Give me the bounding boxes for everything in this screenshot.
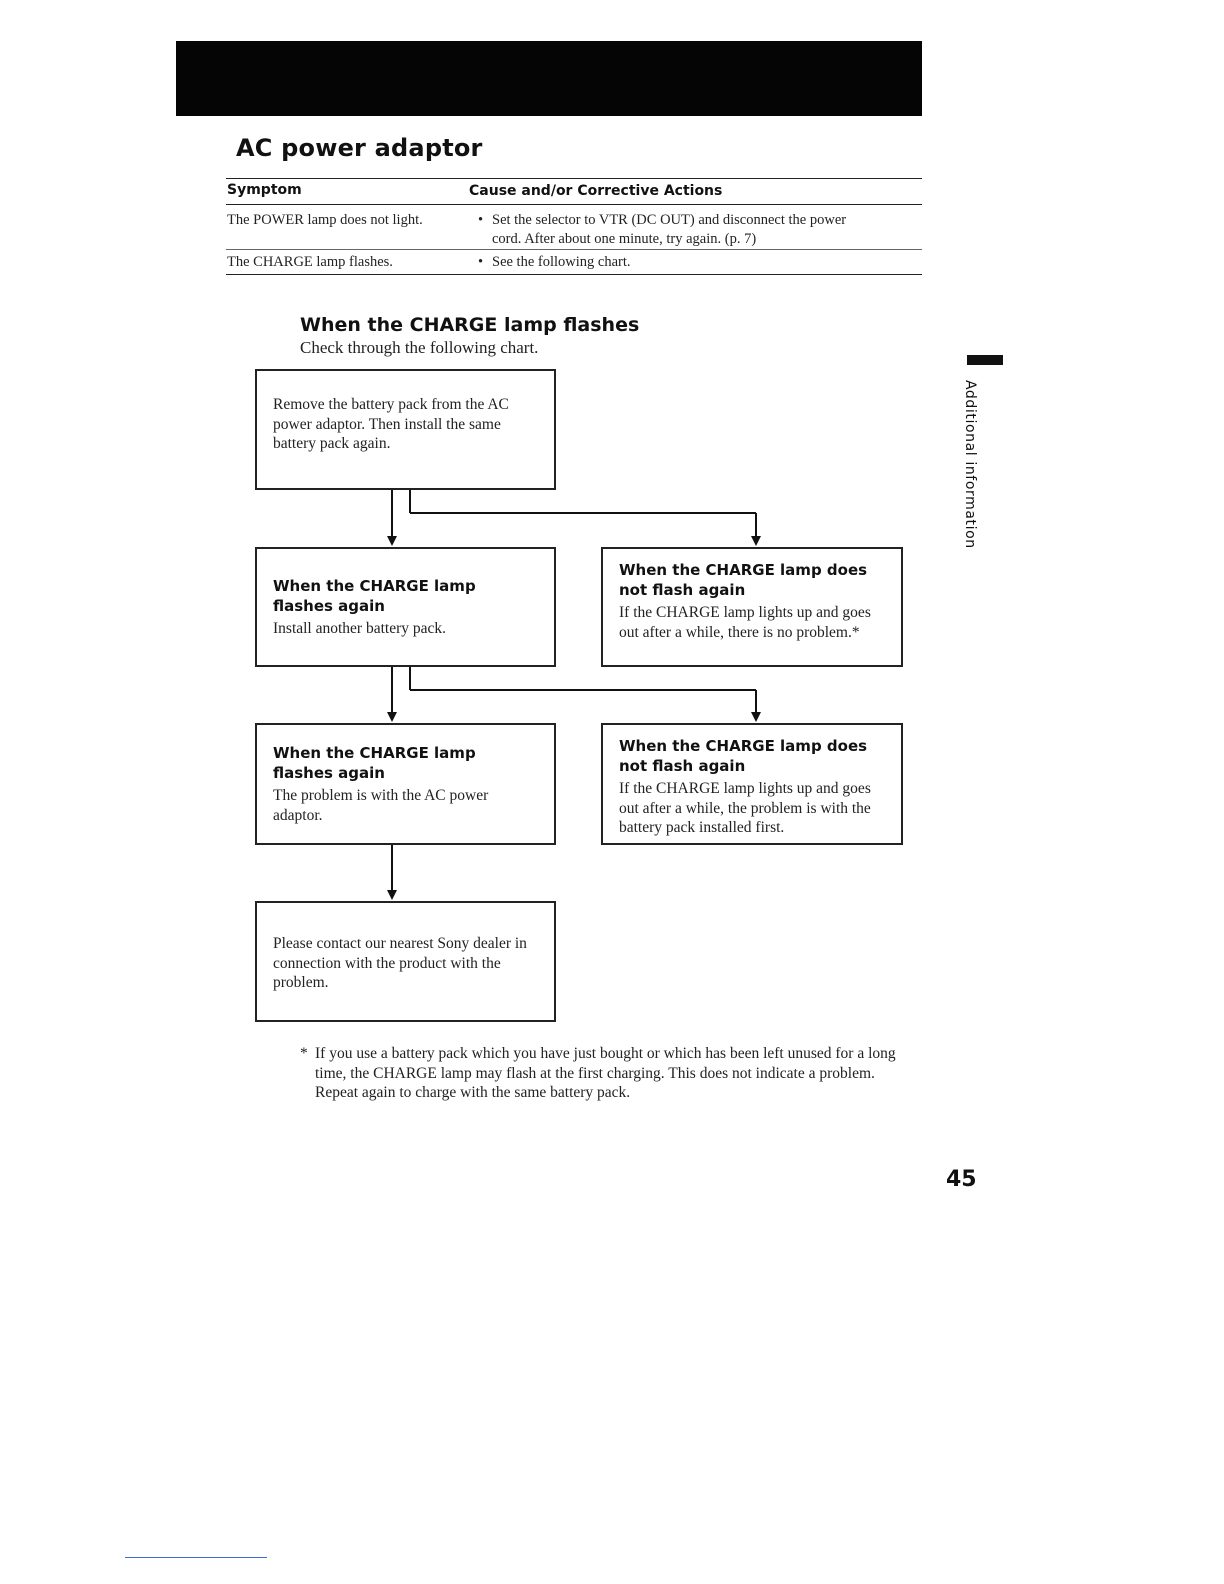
page-number: 45 [946,1167,977,1192]
flow-box-body: The problem is with the AC power adaptor… [273,787,489,824]
section-title: AC power adaptor [236,134,483,162]
side-tab-label: Additional information [962,380,978,549]
arrow-down-icon [387,712,397,722]
header-bar [176,41,922,116]
flow-box-body: If the CHARGE lamp lights up and goes ou… [619,780,871,836]
side-tab-marker [967,355,1003,365]
table-row-symptom: The CHARGE lamp flashes. [227,254,393,270]
table-header-rule [226,204,922,205]
table-row-cause: •Set the selector to VTR (DC OUT) and di… [478,212,847,247]
table-header-cause: Cause and/or Corrective Actions [469,183,723,199]
flow-box-title: When the CHARGE lamp flashes again [273,744,476,782]
bullet-icon: • [478,212,484,228]
flow-box-title: When the CHARGE lamp does not flash agai… [619,737,868,775]
arrow-down-icon [387,890,397,900]
bottom-rule [125,1557,267,1558]
chart-section-intro: Check through the following chart. [300,338,539,357]
flow-box-body: Install another battery pack. [273,620,447,637]
flow-box-start: Remove the battery pack from the AC powe… [255,369,556,490]
table-bottom-rule [226,274,922,275]
footnote: * If you use a battery pack which you ha… [300,1044,910,1103]
footnote-mark: * [300,1045,308,1062]
arrow-down-icon [387,536,397,546]
flow-box-title: When the CHARGE lamp flashes again [273,577,476,615]
flow-box-end: Please contact our nearest Sony dealer i… [255,901,556,1022]
arrow-down-icon [751,536,761,546]
footnote-text: If you use a battery pack which you have… [315,1045,896,1101]
flow-box-body: Remove the battery pack from the AC powe… [273,396,509,452]
table-row-cause: •See the following chart. [478,254,631,270]
table-top-rule [226,178,922,179]
table-row-rule [226,249,922,250]
table-header-symptom: Symptom [227,182,302,198]
chart-section-title: When the CHARGE lamp flashes [300,314,640,336]
table-row-symptom: The POWER lamp does not light. [227,212,423,228]
flow-box-flashes-again: When the CHARGE lamp flashes again Insta… [255,547,556,667]
flow-box-flashes-again-2: When the CHARGE lamp flashes again The p… [255,723,556,845]
flow-box-body: If the CHARGE lamp lights up and goes ou… [619,604,871,641]
flow-box-no-flash-2: When the CHARGE lamp does not flash agai… [601,723,903,845]
bullet-icon: • [478,254,484,270]
arrow-down-icon [751,712,761,722]
flow-box-no-flash: When the CHARGE lamp does not flash agai… [601,547,903,667]
flow-box-title: When the CHARGE lamp does not flash agai… [619,561,868,599]
flow-box-body: Please contact our nearest Sony dealer i… [273,935,527,991]
